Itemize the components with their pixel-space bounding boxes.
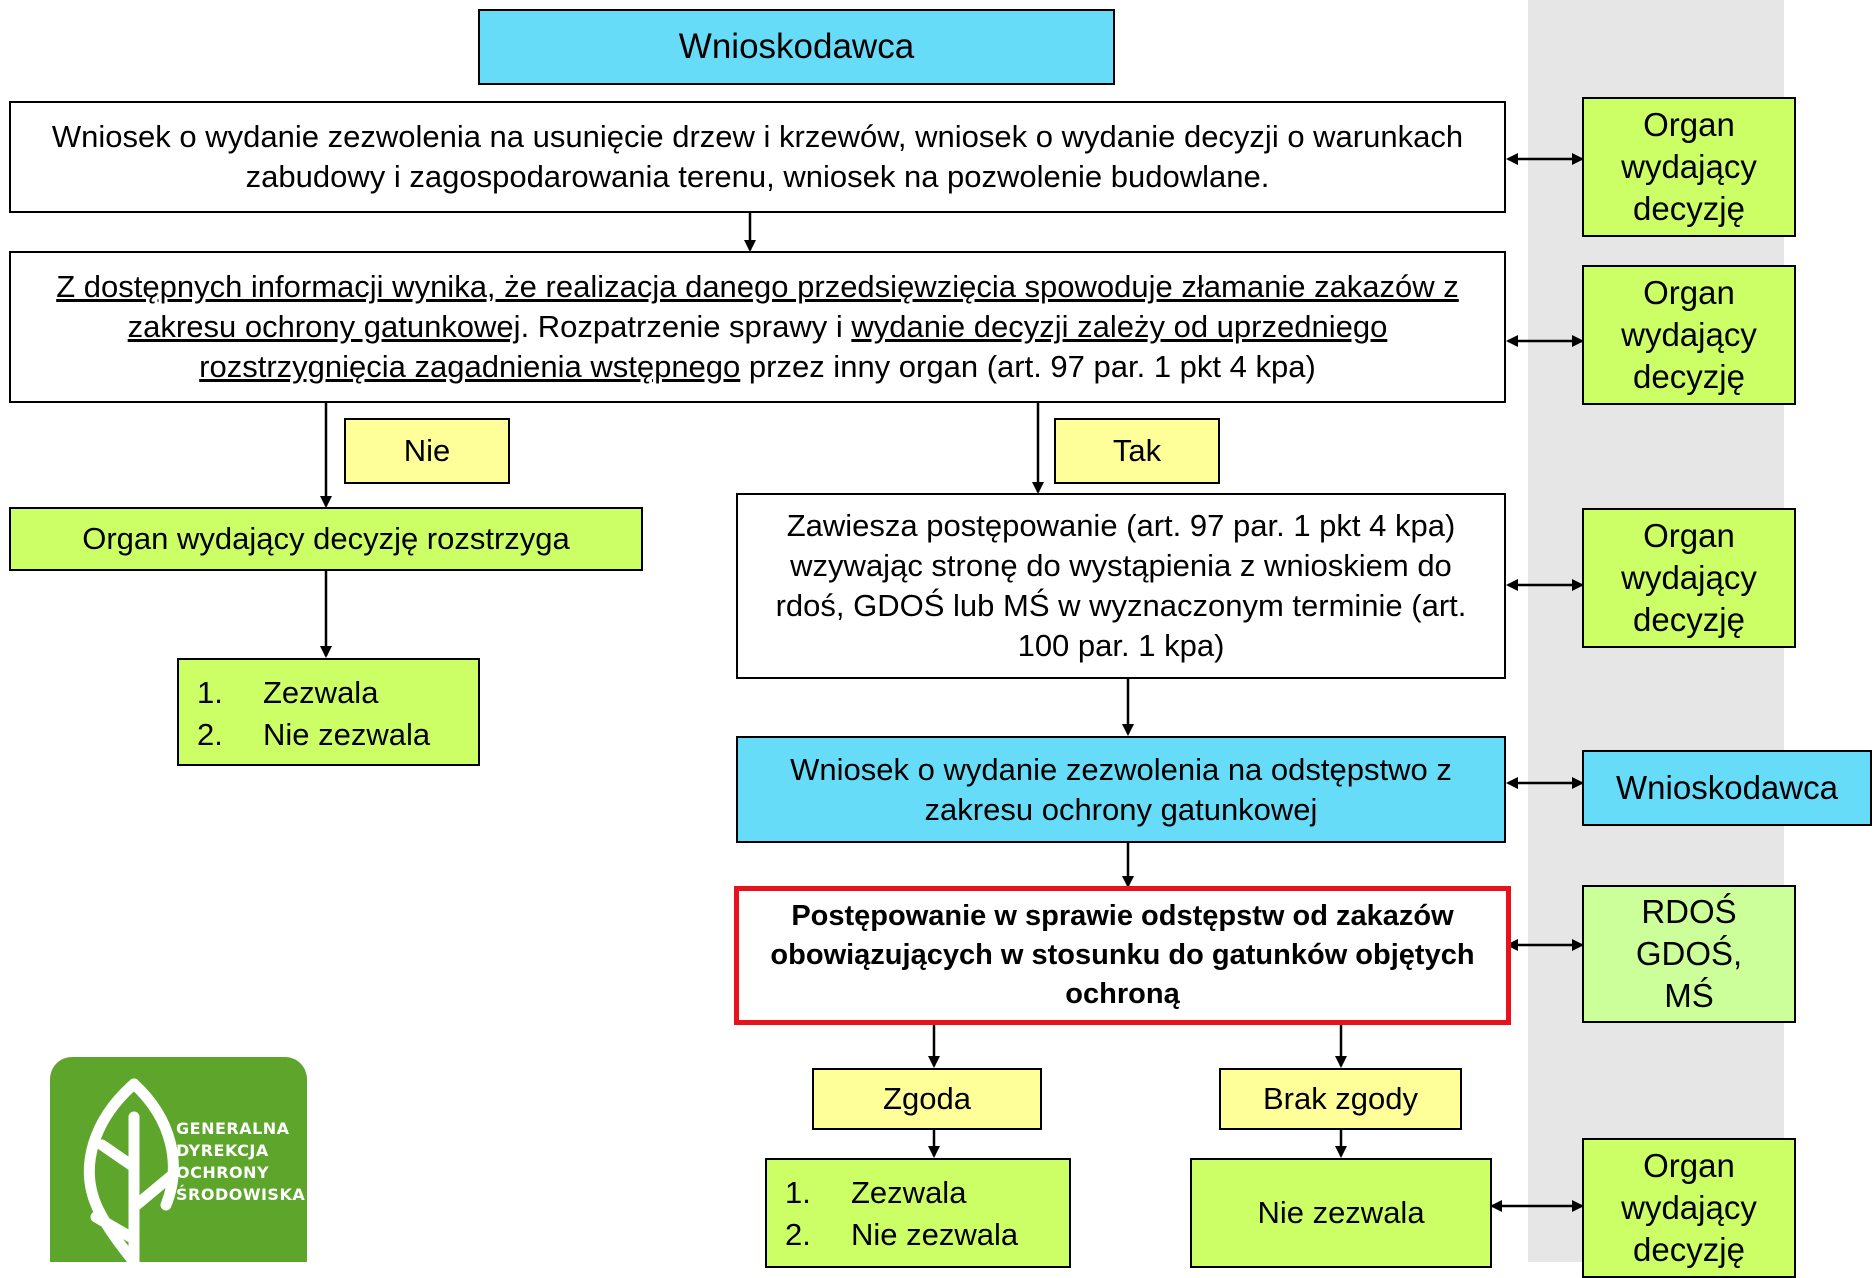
preliminary-question-text: Z dostępnych informacji wynika, że reali… bbox=[25, 267, 1490, 387]
consent-label: Zgoda bbox=[812, 1068, 1042, 1130]
leaf-icon bbox=[83, 1078, 179, 1262]
question-connector-1: . Rozpatrzenie sprawy i bbox=[520, 309, 852, 344]
branch-no-text: Nie bbox=[403, 433, 451, 468]
logo-text: GENERALNA DYREKCJA OCHRONY ŚRODOWISKA bbox=[176, 1119, 306, 1204]
derogation-proceeding-box: Postępowanie w sprawie odstępstw od zaka… bbox=[734, 886, 1511, 1025]
branch-yes-text: Tak bbox=[1112, 433, 1162, 468]
list-item: 1.Zezwala bbox=[785, 1175, 967, 1210]
gdos-logo: GENERALNA DYREKCJA OCHRONY ŚRODOWISKA bbox=[50, 1057, 307, 1262]
consent-text: Zgoda bbox=[883, 1081, 971, 1116]
side-organ-2: Organ wydający decyzję bbox=[1582, 265, 1796, 405]
derogation-request-text: Wniosek o wydanie zezwolenia na odstępst… bbox=[790, 751, 1452, 827]
prohibition-violation-text: Z dostępnych informacji wynika, że reali… bbox=[56, 269, 1459, 344]
branch-no-label: Nie bbox=[344, 418, 510, 484]
list-item: 1.Zezwala bbox=[197, 675, 379, 710]
side-organ-3: Organ wydający decyzję bbox=[1582, 508, 1796, 648]
side-authorities: RDOŚ GDOŚ, MŚ bbox=[1582, 885, 1796, 1023]
side-applicant: Wnioskodawca bbox=[1582, 750, 1872, 826]
preliminary-issue-text: wydanie decyzji zależy od uprzedniego ro… bbox=[199, 309, 1388, 384]
no-consent-text: Brak zgody bbox=[1262, 1081, 1419, 1116]
side-organ-1: Organ wydający decyzję bbox=[1582, 97, 1796, 237]
preliminary-question-box: Z dostępnych informacji wynika, że reali… bbox=[9, 251, 1506, 403]
request-text: Wniosek o wydanie zezwolenia na usunięci… bbox=[51, 119, 1464, 194]
suspend-proceedings-box: Zawiesza postępowanie (art. 97 par. 1 pk… bbox=[736, 493, 1506, 679]
consent-outcome-list: 1.Zezwala 2.Nie zezwala bbox=[765, 1158, 1071, 1268]
applicant-box: Wnioskodawca bbox=[478, 9, 1115, 85]
derogation-request-box: Wniosek o wydanie zezwolenia na odstępst… bbox=[736, 736, 1506, 843]
denies-text: Nie zezwala bbox=[1257, 1195, 1425, 1230]
applicant-label: Wnioskodawca bbox=[678, 27, 915, 66]
list-item: 2.Nie zezwala bbox=[197, 717, 431, 752]
side-organ-4: Organ wydający decyzję bbox=[1582, 1138, 1796, 1278]
request-box: Wniosek o wydanie zezwolenia na usunięci… bbox=[9, 101, 1506, 213]
no-consent-label: Brak zgody bbox=[1219, 1068, 1462, 1130]
list-item: 2.Nie zezwala bbox=[785, 1217, 1019, 1252]
suspend-proceedings-text: Zawiesza postępowanie (art. 97 par. 1 pk… bbox=[775, 508, 1467, 663]
derogation-proceeding-text: Postępowanie w sprawie odstępstw od zaka… bbox=[770, 900, 1475, 1010]
branch-yes-label: Tak bbox=[1054, 418, 1220, 484]
question-connector-2: przez inny organ (art. 97 par. 1 pkt 4 k… bbox=[740, 349, 1316, 384]
denies-box: Nie zezwala bbox=[1190, 1158, 1492, 1268]
left-outcome-list: 1.Zezwala 2.Nie zezwala bbox=[177, 658, 480, 766]
organ-resolves-box: Organ wydający decyzję rozstrzyga bbox=[9, 507, 643, 571]
organ-resolves-text: Organ wydający decyzję rozstrzyga bbox=[82, 521, 570, 556]
